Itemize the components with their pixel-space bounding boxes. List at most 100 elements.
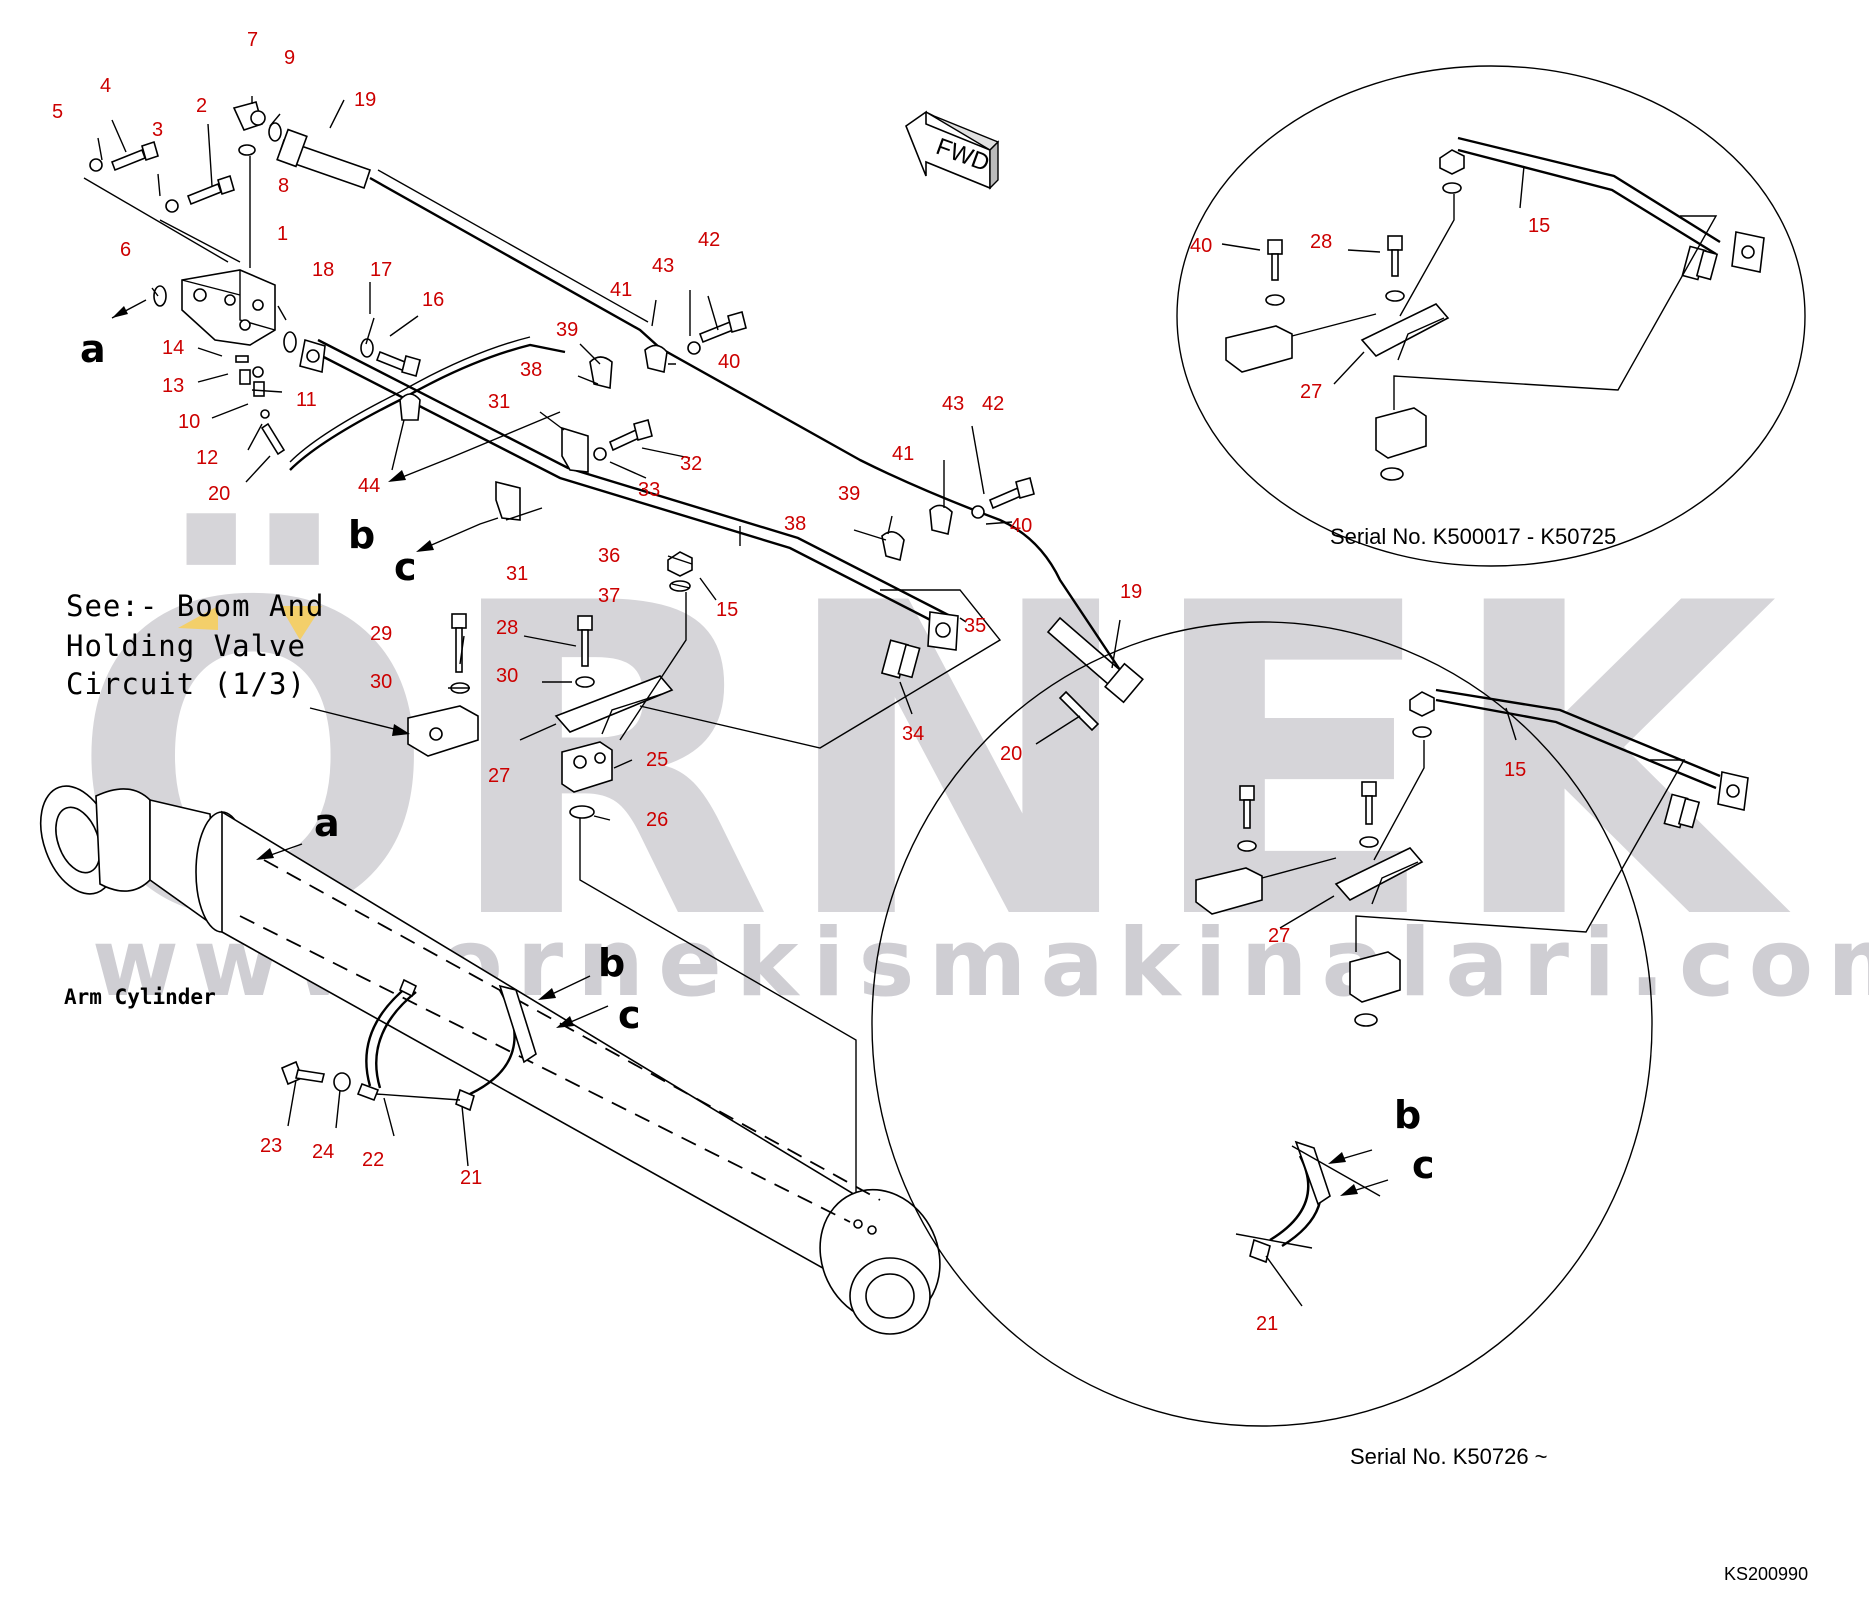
callout-28: 28 [496,617,518,639]
view-letter-a-cylinder: a [314,801,340,845]
cross-reference-note: See:- Boom And Holding Valve Circuit (1/… [66,589,324,701]
callout-34: 34 [902,723,924,745]
callout-19-right: 19 [1120,581,1142,603]
washer-5 [89,158,103,172]
pipe-return-20 [289,336,566,471]
callout-11: 11 [296,389,317,411]
clamp-41-lower [929,504,953,535]
split-flange-34 [880,639,921,679]
flange-left-15 [299,338,326,374]
callout-numbers: 7 9 19 4 5 2 3 8 1 6 18 17 16 14 13 11 1… [52,29,1550,1335]
callout-24: 24 [312,1141,334,1163]
callout-41-lower: 41 [892,443,914,465]
washer-30-right [575,676,595,688]
callout-18: 18 [312,259,334,281]
check-valve-block [407,705,479,757]
elbow-fitting-7 [232,101,266,131]
clamp-band-21 [356,978,537,1112]
callout-10: 10 [178,411,200,433]
view-letter-b-cylinder: b [598,941,625,985]
callout-38-lower: 38 [784,513,806,535]
callout-13: 13 [162,375,184,397]
callout-14: 14 [162,337,184,359]
callout-44: 44 [358,475,380,497]
hose-19-top [276,128,372,190]
view-letter-b-pipe: b [348,513,375,557]
callout-38-upper: 38 [520,359,542,381]
fitting-20-right [1058,690,1100,732]
clamp-39-lower [881,531,905,562]
note-line-2: Holding Valve [66,629,306,663]
callout-27-detail-top: 27 [1300,381,1322,403]
bolt-28 [577,615,593,667]
callout-7: 7 [247,29,258,51]
callout-40-upper: 40 [718,351,740,373]
bolt-4 [110,140,159,172]
bolt-32 [608,419,653,452]
clamp-44 [399,393,421,421]
callout-43-lower: 43 [942,393,964,415]
callout-16: 16 [422,289,444,311]
callout-42-lower: 42 [982,393,1004,415]
bolt-42-upper [698,311,747,344]
bolt-23 [280,1060,325,1086]
callout-19-top: 19 [354,89,376,111]
view-arrows [111,299,609,1028]
bolt-2 [186,174,235,206]
block-25 [561,741,613,793]
washer-3 [165,199,179,213]
serial-range-bottom: Serial No. K50726 ~ [1350,1444,1548,1469]
callout-33: 33 [638,479,660,501]
callout-23: 23 [260,1135,282,1157]
o-ring-6 [153,285,167,307]
o-ring-8 [238,144,256,156]
bolt-16 [375,350,421,377]
callout-15: 15 [716,599,738,621]
pipe-lower-15 [309,338,959,632]
callout-1: 1 [277,223,288,245]
callout-26: 26 [646,809,668,831]
drawing-code: KS200990 [1724,1564,1808,1584]
callout-30-right: 30 [496,665,518,687]
valve-block-1 [181,269,276,346]
o-ring-9 [268,122,282,142]
view-letter-c-detail: c [1412,1143,1435,1187]
washer-43-upper [687,341,701,355]
callout-9: 9 [284,47,295,69]
callout-37: 37 [598,585,620,607]
callout-28-detail: 28 [1310,231,1332,253]
callout-22: 22 [362,1149,384,1171]
callout-6: 6 [120,239,131,261]
watermark-accent-right [280,606,322,640]
assembly-lines-pipe [639,589,1002,749]
callout-31-lower: 31 [506,563,528,585]
view-letter-c-cylinder: c [618,993,641,1037]
detail-view-late-serial [871,621,1749,1427]
flange-35 [927,611,959,651]
o-ring-26 [569,805,595,819]
clamp-39-upper [589,356,613,390]
arm-cylinder-label: Arm Cylinder [64,985,216,1009]
callout-27-detail-bottom: 27 [1268,925,1290,947]
callout-40-lower: 40 [1010,515,1032,537]
serial-range-top: Serial No. K500017 - K50725 [1330,524,1616,549]
callout-30-left: 30 [370,671,392,693]
callout-29: 29 [370,623,392,645]
note-line-1: See:- Boom And [66,589,324,623]
callout-20-left: 20 [208,483,230,505]
fwd-arrow-icon: FWD [905,110,1000,190]
clamp-41-upper [644,344,668,373]
clamp-leader [375,1093,461,1101]
bolt-42-lower [988,477,1035,510]
washer-43-lower [971,505,985,519]
cylinder-centerline [239,859,881,1223]
callout-8: 8 [278,175,289,197]
bracket-31-upper [561,426,589,473]
callout-36: 36 [598,545,620,567]
callout-25: 25 [646,749,668,771]
note-line-3: Circuit (1/3) [66,667,306,701]
callout-27: 27 [488,765,510,787]
callout-39-lower: 39 [838,483,860,505]
callout-40-detail: 40 [1190,235,1212,257]
